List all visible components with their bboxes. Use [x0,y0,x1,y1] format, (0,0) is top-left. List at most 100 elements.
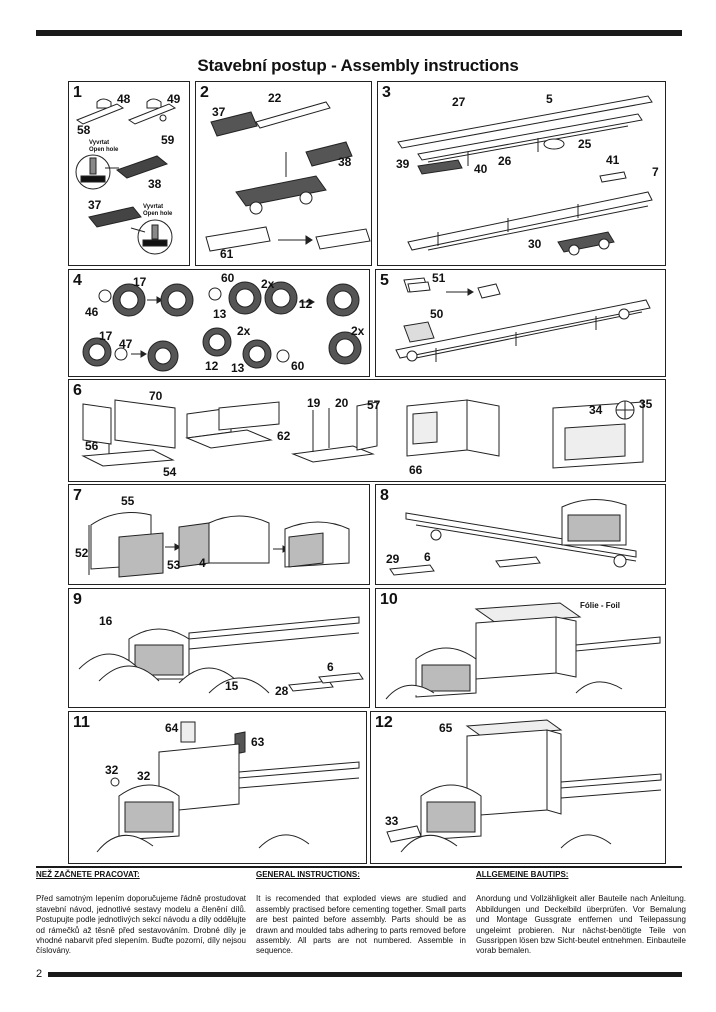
part-label: 2x [237,324,251,338]
part-label: 5 [546,92,553,106]
instructions-heading: ALLGEMEINE BAUTIPS: [476,870,569,879]
part-label: 58 [77,123,91,137]
part-label: 38 [338,155,352,169]
part-label: 60 [221,271,235,285]
bottom-rule [48,972,682,977]
part-label: 54 [163,465,177,479]
part-label: 70 [149,389,163,403]
step-11-panel: 11 64 63 32 32 [68,711,367,864]
part-label: 32 [137,769,151,783]
part-label: 40 [474,162,488,176]
foil-label: Fólie - Foil [580,601,620,610]
part-label: 15 [225,679,239,693]
step-9-panel: 9 16 15 28 6 [68,588,370,708]
step-8-panel: 8 29 6 [375,484,666,585]
step-number: 9 [73,591,82,608]
step-4-illustration [82,281,362,372]
part-label: 56 [85,439,99,453]
step-number: 3 [382,84,391,101]
step-number: 10 [380,591,398,608]
step-2-illustration [205,101,371,252]
part-label: 17 [133,275,147,289]
part-label: 62 [277,429,291,443]
part-label: 22 [268,91,282,105]
part-label: 4 [199,556,206,570]
part-label: 12 [299,297,313,311]
part-label: 2x [261,277,275,291]
part-label: 47 [119,337,133,351]
instructions-heading: GENERAL INSTRUCTIONS: [256,870,360,879]
step-number: 11 [73,714,90,731]
step-number: 6 [73,382,82,399]
step-12-panel: 12 65 33 [370,711,666,864]
part-label: 12 [205,359,219,373]
part-label: 13 [231,361,245,375]
part-label: 16 [99,614,113,628]
step-5-panel: 5 51 50 [375,269,666,377]
part-label: 33 [385,814,399,828]
part-label: 13 [213,307,227,321]
step-7-illustration [88,512,350,578]
step-number: 7 [73,487,82,504]
step-5-illustration [395,277,651,362]
part-label: 46 [85,305,99,319]
part-label: 59 [161,133,175,147]
step-3-illustration [397,95,653,256]
part-label: 30 [528,237,542,251]
part-label: 17 [99,329,113,343]
drill-note: Vyvrtat Open hole [89,140,119,153]
drill-note: Vyvrtat Open hole [143,204,173,217]
part-label: 19 [307,396,321,410]
instructions-german: ALLGEMEINE BAUTIPS: Anordung und Vollzäh… [476,870,686,957]
step-1-panel: 1 48 49 58 59 38 37 Vyvrtat Open hole Vy… [68,81,190,266]
part-label: 6 [327,660,334,674]
part-label: 37 [88,198,102,212]
part-label: 53 [167,558,181,572]
part-label: 25 [578,137,592,151]
step-10-panel: 10 Fólie - Foil [375,588,666,708]
step-3-panel: 3 27 5 25 39 40 26 41 7 30 [377,81,666,266]
step-number: 5 [380,272,389,289]
step-number: 1 [73,84,82,101]
step-2-panel: 2 22 37 38 61 [195,81,372,266]
instructions-rule [36,866,682,868]
part-label: 26 [498,154,512,168]
step-1-illustration [75,98,177,255]
part-label: 35 [639,397,653,411]
part-label: 38 [148,177,162,191]
step-9-illustration [78,616,364,694]
page-title: Stavební postup - Assembly instructions [197,56,519,75]
part-label: 2x [351,324,365,338]
part-label: 27 [452,95,466,109]
part-label: 20 [335,396,349,410]
part-label: 65 [439,721,453,735]
part-label: 61 [220,247,234,261]
part-label: 32 [105,763,119,777]
step-4-panel: 4 17 46 60 2x 13 12 17 47 2x 12 13 60 2 [68,269,370,377]
part-label: 51 [432,271,446,285]
part-label: 28 [275,684,289,698]
part-label: 6 [424,550,431,564]
part-label: 37 [212,105,226,119]
part-label: 63 [251,735,265,749]
part-label: 55 [121,494,135,508]
step-12-illustration [386,719,662,853]
step-number: 8 [380,487,389,504]
part-label: 66 [409,463,423,477]
step-6-illustration [81,399,644,469]
part-label: 41 [606,153,620,167]
top-rule [36,30,682,36]
step-number: 4 [73,272,82,289]
page-number: 2 [36,968,43,980]
part-label: 64 [165,721,179,735]
instructions-text: Před samotným lepením doporučujeme řádně… [36,894,246,956]
part-label: 57 [367,398,381,412]
step-number: 2 [200,84,209,101]
part-label: 29 [386,552,400,566]
part-label: 49 [167,92,181,106]
part-label: 48 [117,92,131,106]
step-11-illustration [96,721,360,853]
instructions-text: Anordung und Vollzähligkeit aller Bautei… [476,894,686,956]
instructions-czech: NEŽ ZAČNETE PRACOVAT: Před samotným lepe… [36,870,246,957]
instructions-heading: NEŽ ZAČNETE PRACOVAT: [36,870,140,879]
